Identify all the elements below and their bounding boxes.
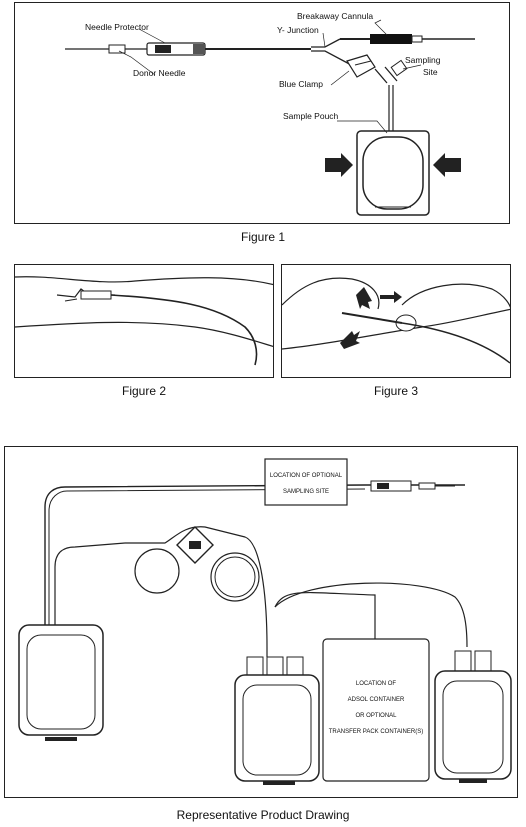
product-drawing-panel: LOCATION OF OPTIONAL SAMPLING SITE (4, 446, 518, 798)
needle-in-arm (56, 288, 115, 302)
label-sampling-site-line1: Sampling (405, 55, 441, 65)
squeeze-arrow-bottom (340, 331, 360, 349)
squeeze-arrow-top (356, 287, 372, 309)
optional-sampling-site-device (370, 480, 455, 492)
figure-1-caption: Figure 1 (240, 230, 286, 244)
figure-3-panel (281, 264, 511, 378)
box2-line4: TRANSFER PACK CONTAINER(S) (329, 729, 423, 735)
needle-protector (146, 42, 206, 56)
box1-line2: SAMPLING SITE (283, 489, 329, 495)
product-drawing-caption: Representative Product Drawing (176, 808, 350, 822)
label-needle-protector: Needle Protector (85, 22, 149, 32)
box2-line1: LOCATION OF (356, 681, 397, 687)
sample-pouch (356, 130, 430, 216)
label-donor-needle: Donor Needle (133, 68, 186, 78)
squeeze-arrow-left (325, 153, 353, 177)
box2-line3: OR OPTIONAL (355, 713, 397, 719)
optional-sampling-site-box: LOCATION OF OPTIONAL SAMPLING SITE (264, 458, 348, 506)
figure-1-panel: Needle Protector Donor Needle Breakaway … (14, 2, 510, 224)
blue-clamp (346, 54, 376, 78)
figure-2-arm-illustration (15, 276, 273, 366)
figure-2-caption: Figure 2 (121, 384, 167, 398)
squeeze-arrow-right (380, 291, 402, 303)
breakaway-cannula (370, 34, 475, 44)
sampling-site (374, 59, 408, 84)
right-transfer-bag (434, 650, 512, 783)
label-blue-clamp: Blue Clamp (279, 79, 323, 89)
label-sampling-site-line2: Site (423, 67, 438, 77)
figure-1-diagram: Needle Protector Donor Needle Breakaway … (65, 11, 475, 216)
adsol-container-box: LOCATION OF ADSOL CONTAINER OR OPTIONAL … (322, 638, 430, 782)
figure-3-caption: Figure 3 (373, 384, 419, 398)
box1-line1: LOCATION OF OPTIONAL (270, 473, 343, 479)
figure-3-hands-illustration (282, 277, 510, 364)
middle-collection-bag (234, 656, 320, 785)
label-sample-pouch: Sample Pouch (283, 111, 339, 121)
product-drawing-diagram: LOCATION OF OPTIONAL SAMPLING SITE (18, 458, 512, 785)
diamond-filter (176, 526, 214, 564)
figure-2-panel (14, 264, 274, 378)
label-breakaway-cannula: Breakaway Cannula (297, 11, 373, 21)
donor-needle (65, 44, 126, 54)
squeeze-arrow-right (433, 153, 461, 177)
left-collection-bag (18, 624, 104, 741)
tubing-coils (134, 548, 260, 602)
label-y-junction: Y- Junction (277, 25, 319, 35)
box2-line2: ADSOL CONTAINER (348, 697, 405, 703)
